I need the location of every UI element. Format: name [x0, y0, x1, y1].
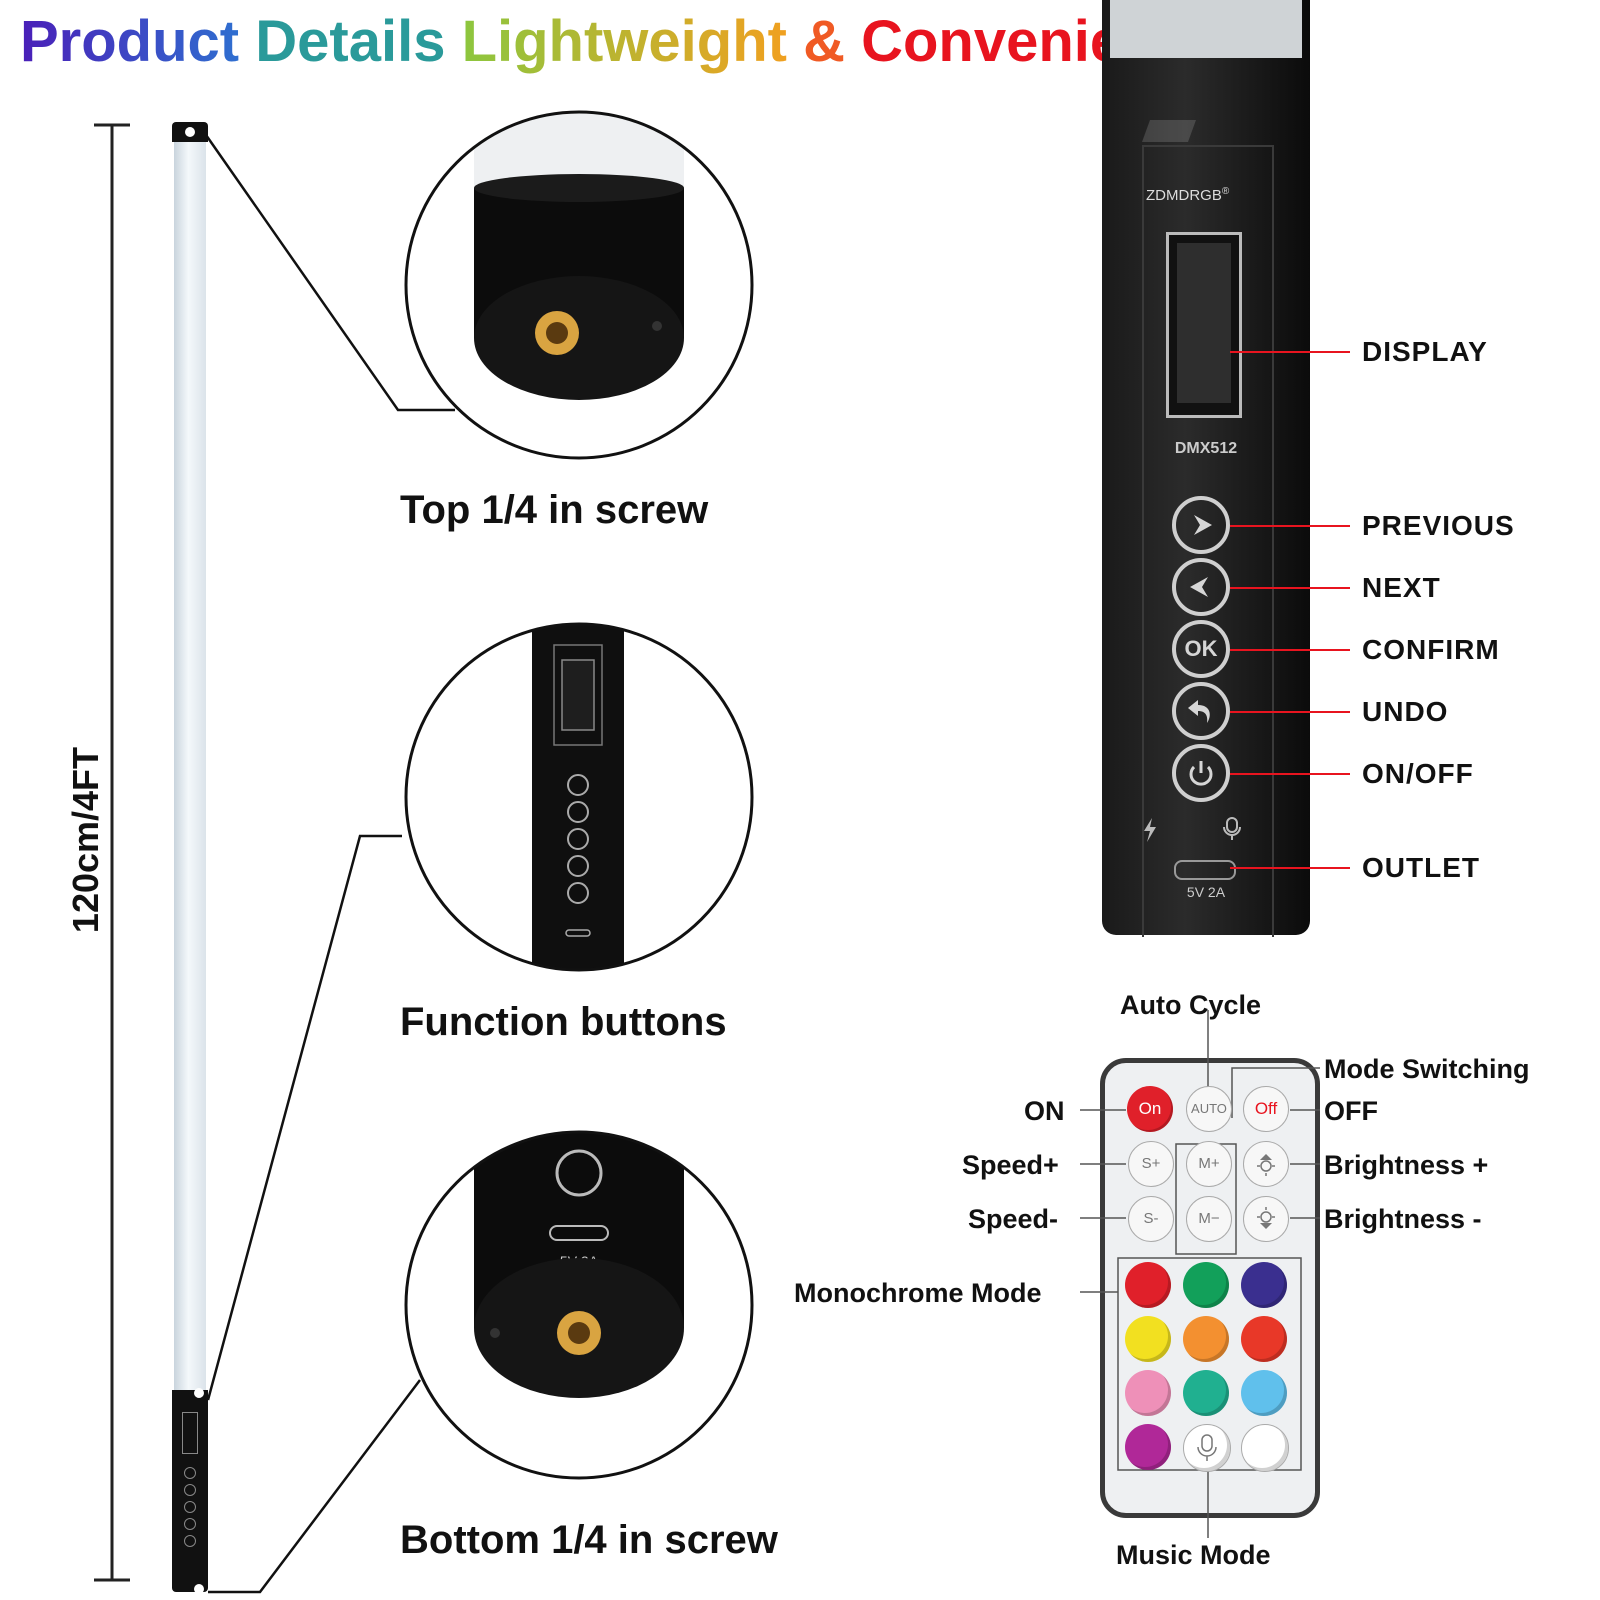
remote-brightness-plus-button[interactable]: [1243, 1141, 1289, 1187]
color-button[interactable]: [1241, 1424, 1289, 1472]
undo-icon: [1188, 700, 1210, 723]
control-panel: [1142, 145, 1274, 937]
lcd-screen: [1177, 243, 1231, 403]
callout-undo: UNDO: [1362, 696, 1449, 727]
remote-speed-minus-button[interactable]: S-: [1128, 1196, 1174, 1242]
caption-function-buttons: Function buttons: [400, 1000, 727, 1044]
label-mode-switching: Mode Switching: [1324, 1054, 1530, 1084]
color-button[interactable]: [1125, 1424, 1171, 1470]
color-button[interactable]: [1125, 1370, 1171, 1416]
bolt-icon: [1144, 818, 1156, 842]
chevron-right-icon: [1194, 515, 1212, 535]
tube-diffuser: [174, 142, 206, 1392]
remote-speed-plus-button[interactable]: S+: [1128, 1141, 1174, 1187]
color-button[interactable]: [1241, 1370, 1287, 1416]
bottom-screw-dot: [194, 1584, 204, 1594]
chevron-left-icon: [1190, 577, 1208, 597]
title-details: Details: [255, 9, 446, 74]
zoom-top-screw: [404, 110, 754, 460]
brand-trademark: ®: [1221, 186, 1230, 197]
color-button[interactable]: [1183, 1262, 1229, 1308]
brand-logo: ZDMDRGB®: [1146, 186, 1229, 204]
callout-display: DISPLAY: [1362, 336, 1488, 367]
model-label: DMX512: [1174, 440, 1238, 457]
callout-lines: [1230, 351, 1350, 869]
remote-mode-plus-button[interactable]: M+: [1186, 1141, 1232, 1187]
callout-confirm: CONFIRM: [1362, 634, 1500, 665]
label-off: OFF: [1324, 1096, 1378, 1126]
mini-button: [184, 1518, 196, 1530]
label-brightness-plus: Brightness +: [1324, 1150, 1489, 1180]
zoom-leader-lines: [204, 134, 455, 1594]
mini-display: [182, 1412, 198, 1454]
remote-auto-button[interactable]: AUTO: [1186, 1086, 1232, 1132]
remote-off-button[interactable]: Off: [1243, 1086, 1289, 1132]
remote-on-button[interactable]: On: [1127, 1086, 1173, 1132]
color-button[interactable]: [1241, 1316, 1287, 1362]
color-button[interactable]: [1183, 1316, 1229, 1362]
music-mode-button[interactable]: [1183, 1424, 1231, 1472]
confirm-button[interactable]: OK: [1172, 620, 1230, 678]
color-button[interactable]: [1183, 1370, 1229, 1416]
bottom-joint-dot: [194, 1388, 204, 1398]
led-tube: [172, 122, 208, 1594]
callout-outlet: OUTLET: [1362, 852, 1480, 883]
mini-button: [184, 1484, 196, 1496]
label-brightness-minus: Brightness -: [1324, 1204, 1482, 1234]
undo-button[interactable]: [1172, 682, 1230, 740]
color-button-grid: [1125, 1262, 1295, 1472]
label-monochrome-mode: Monochrome Mode: [794, 1278, 1042, 1308]
power-icon: [1189, 761, 1213, 786]
top-screw-dot: [185, 127, 195, 137]
callout-previous: PREVIOUS: [1362, 510, 1515, 541]
color-button[interactable]: [1125, 1262, 1171, 1308]
callout-next: NEXT: [1362, 572, 1441, 603]
caption-bottom-screw: Bottom 1/4 in screw: [400, 1518, 778, 1562]
mini-button: [184, 1535, 196, 1547]
previous-button[interactable]: [1172, 496, 1230, 554]
sun-icon: [1257, 1154, 1275, 1176]
color-button[interactable]: [1125, 1316, 1171, 1362]
remote-brightness-minus-button[interactable]: [1243, 1196, 1289, 1242]
power-rating: 5V 2A: [1186, 884, 1226, 900]
dimension-marker: [94, 123, 130, 1582]
ok-icon: OK: [1184, 636, 1218, 661]
label-auto-cycle: Auto Cycle: [1120, 990, 1262, 1020]
title-amp: &: [803, 9, 845, 74]
remote-callout-lines: [1080, 1010, 1320, 1538]
remote-mode-minus-button[interactable]: M−: [1186, 1196, 1232, 1242]
controller-reflection: [1141, 120, 1197, 142]
page-title: Product Details Lightweight & Convenient: [20, 8, 1177, 75]
power-button[interactable]: [1172, 744, 1230, 802]
usb-c-outlet[interactable]: [1174, 860, 1236, 880]
title-lightweight: Lightweight: [461, 9, 787, 74]
mini-button: [184, 1467, 196, 1479]
label-music-mode: Music Mode: [1116, 1540, 1271, 1570]
controller-closeup: ZDMDRGB® DMX512 OK 5V 2A: [1102, 0, 1310, 937]
mic-icon: [1197, 1434, 1217, 1461]
caption-top-screw: Top 1/4 in screw: [400, 488, 709, 532]
label-speed-minus: Speed-: [968, 1204, 1059, 1234]
brand-name: ZDMDRGB: [1146, 187, 1222, 204]
label-on: ON: [1024, 1096, 1065, 1126]
zoom-bottom-screw: 5V 2A: [404, 1130, 754, 1480]
zoom-function-buttons: [404, 622, 754, 972]
controller-tube-top: [1110, 0, 1302, 58]
sun-icon: [1257, 1207, 1275, 1229]
mini-button: [184, 1501, 196, 1513]
callout-onoff: ON/OFF: [1362, 758, 1474, 789]
label-speed-plus: Speed+: [962, 1150, 1059, 1180]
next-button[interactable]: [1172, 558, 1230, 616]
color-button[interactable]: [1241, 1262, 1287, 1308]
lcd-display: [1166, 232, 1242, 418]
mic-icon: [1223, 817, 1241, 840]
title-product: Product: [20, 9, 240, 74]
